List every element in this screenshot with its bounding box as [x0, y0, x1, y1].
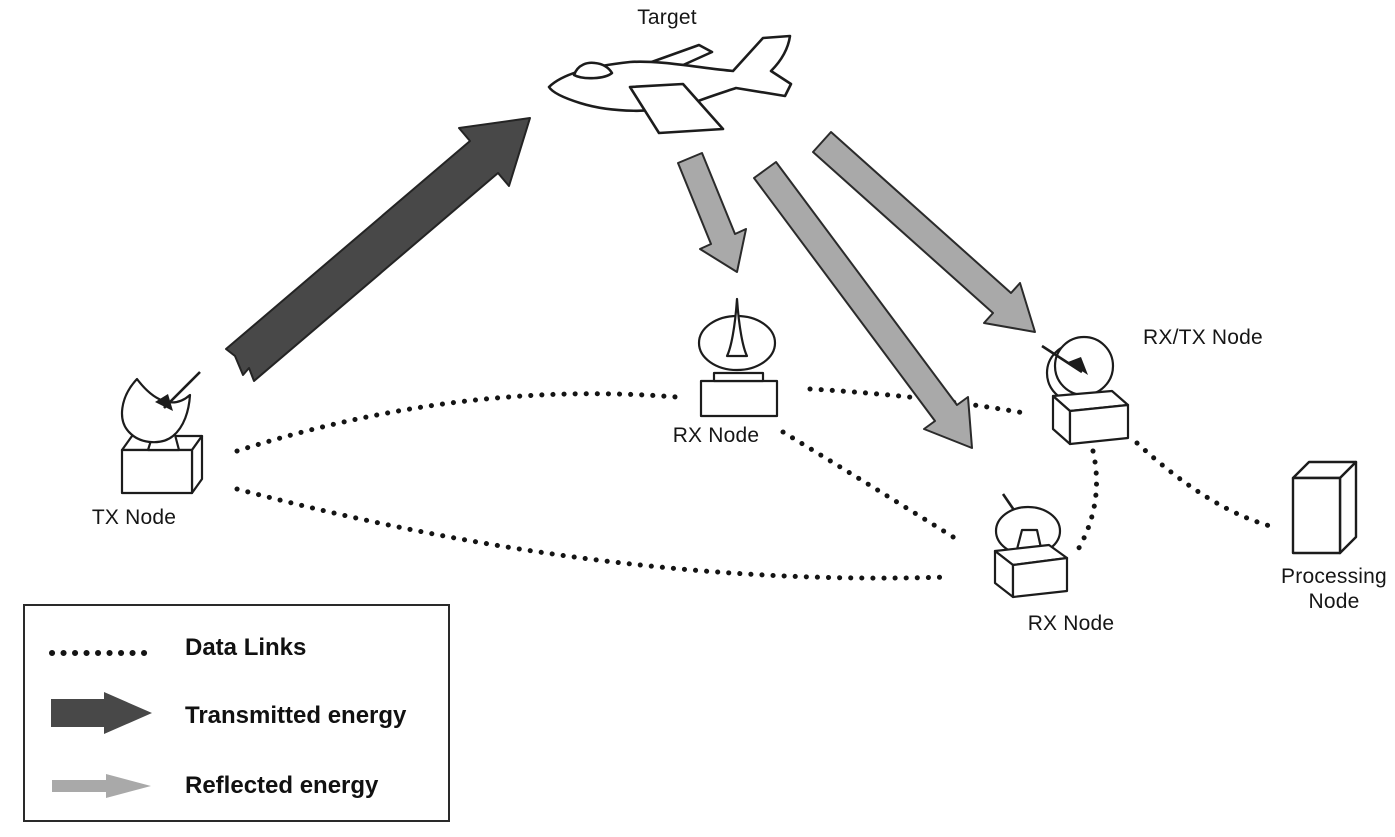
processing-node-icon — [1291, 460, 1358, 555]
legend-label-data-links: Data Links — [185, 634, 307, 661]
processing-node-label: Processing Node — [1281, 565, 1387, 613]
rxtx-dish-feed — [1041, 344, 1083, 374]
tx-node-label: TX Node — [91, 506, 177, 529]
reflected-arrow-to-rxtx — [812, 131, 1036, 333]
legend: Data Links Transmitted energy Reflected … — [23, 604, 450, 822]
transmitted-energy-legend-symbol — [51, 692, 152, 734]
target-label: Target — [637, 6, 697, 29]
rx-center-antenna — [725, 297, 749, 358]
rx-node-center-label: RX Node — [672, 424, 760, 447]
legend-label-reflected-energy: Reflected energy — [185, 772, 379, 799]
aircraft-near-wing — [628, 82, 725, 135]
tx-dish — [120, 377, 192, 444]
data-link-rxcenter-to-rxbottom — [780, 429, 961, 543]
rx-node-center-icon — [697, 297, 779, 418]
data-links-group — [234, 386, 1281, 581]
data-link-tx-to-rxcenter — [234, 391, 679, 454]
tx-node-icon — [120, 371, 204, 495]
legend-label-transmitted-energy: Transmitted energy — [185, 702, 407, 729]
aircraft-canopy — [572, 61, 614, 80]
target-aircraft-icon — [547, 34, 793, 135]
reflected-arrow-to-rxbottom — [753, 161, 973, 449]
data-links-legend-symbol — [49, 650, 157, 656]
rxtx-node-icon — [1041, 335, 1130, 446]
transmitted-energy-arrow — [225, 117, 531, 382]
reflected-energy-legend-symbol — [52, 774, 151, 798]
data-link-rxtx-to-processing — [1134, 440, 1281, 531]
data-link-tx-to-rxbottom — [234, 486, 951, 581]
rx-node-bottom-icon — [993, 493, 1069, 599]
rx-node-bottom-label: RX Node — [1027, 612, 1115, 635]
aircraft-fuselage — [547, 34, 793, 113]
rxtx-node-label: RX/TX Node — [1143, 326, 1263, 349]
reflected-arrow-to-rxcenter — [677, 152, 747, 273]
data-link-rxtx-to-rxbottom — [1073, 448, 1099, 556]
reflected-energy-arrows — [677, 131, 1036, 449]
